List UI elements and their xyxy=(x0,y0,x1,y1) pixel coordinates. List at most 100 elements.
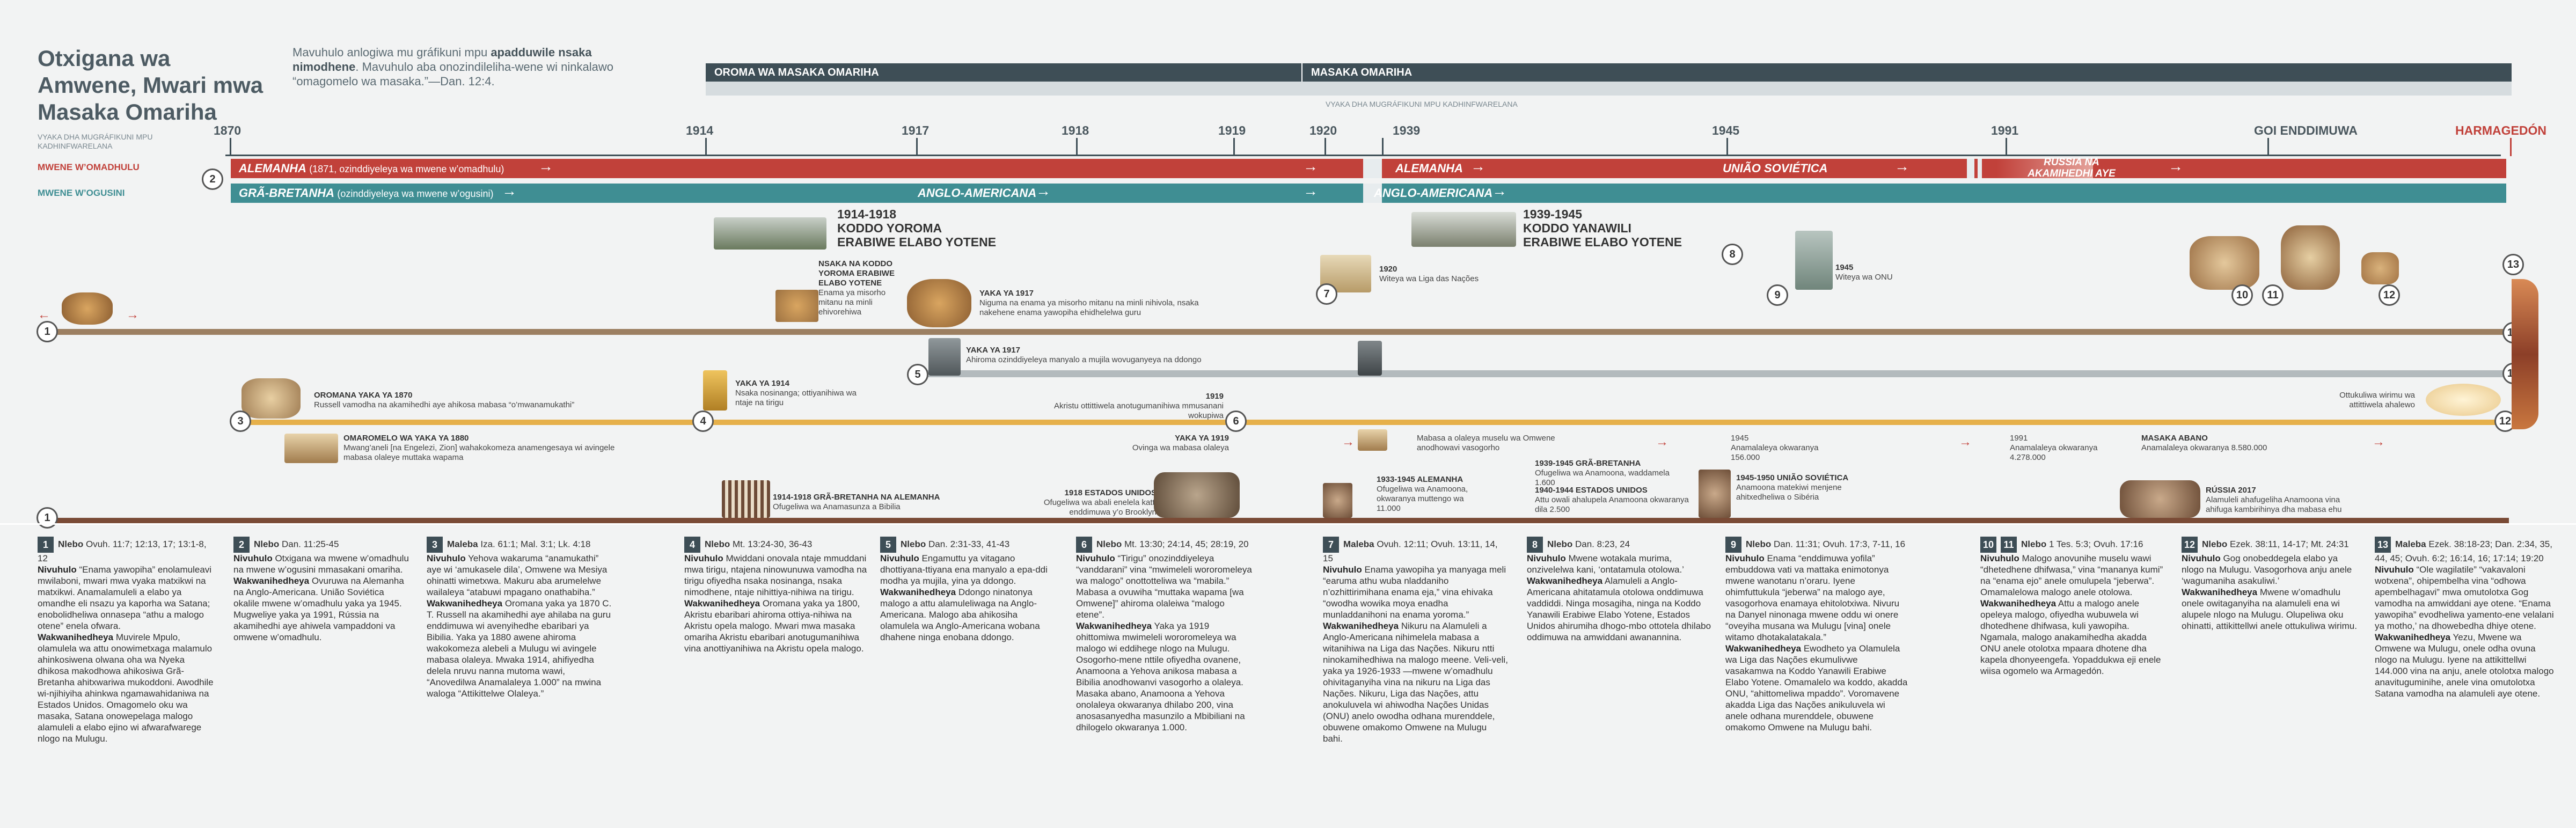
year-1914: 1914 xyxy=(686,123,714,137)
tick xyxy=(230,138,231,156)
tick xyxy=(1233,138,1235,156)
arrow-icon: → xyxy=(1656,435,1668,449)
band-teal-a: GRÃ-BRETANHA (ozinddiyeleya wa mwene w’o… xyxy=(239,186,494,200)
un-building-icon xyxy=(1795,231,1833,290)
marker-5: 5 xyxy=(907,364,928,385)
year-1870: 1870 xyxy=(214,123,241,137)
page-title: Otxigana wa Amwene, Mwari mwa Masaka Oma… xyxy=(38,46,264,124)
arrow-icon: → xyxy=(2168,158,2183,174)
band-red-b: ALEMANHA xyxy=(1395,162,1463,175)
book-icon xyxy=(1358,429,1387,451)
tick xyxy=(2006,138,2007,156)
arrow-icon: → xyxy=(1303,158,1318,174)
number-badge: 6 xyxy=(1076,537,1092,553)
label-mwene-omadhulu: MWENE W’OMADHULU xyxy=(38,162,140,172)
band-teal-c: ANGLO-AMERICANA xyxy=(1374,186,1493,200)
marker-1: 1 xyxy=(36,507,58,529)
year-1991: 1991 xyxy=(1991,123,2019,137)
arrow-icon: → xyxy=(502,182,517,199)
year-1917: 1917 xyxy=(902,123,930,137)
years-caption: VYAKA DHA MUGRÁFIKUNI MPU KADHINFWARELAN… xyxy=(38,133,153,150)
tick xyxy=(2267,138,2269,156)
arrow-icon: → xyxy=(538,158,553,174)
book-icon xyxy=(284,434,338,463)
church-icon xyxy=(2281,225,2340,290)
person-icon xyxy=(1699,470,1731,518)
year-1945: 1945 xyxy=(1712,123,1740,137)
tick xyxy=(916,138,918,156)
number-badge: 2 xyxy=(233,537,250,553)
divider xyxy=(0,523,2576,525)
period-masaka: MASAKA OMARIHA xyxy=(1301,63,2512,82)
people-icon xyxy=(1154,472,1240,518)
year-harmagedon: HARMAGEDÓN xyxy=(2455,123,2546,137)
lion-icon xyxy=(907,279,971,327)
years-caption-2: VYAKA DHA MUGRÁFIKUNI MPU KADHINFWARELAN… xyxy=(1326,100,1518,108)
beast-icon xyxy=(2361,252,2399,284)
marker-9: 9 xyxy=(1767,284,1788,306)
arrow-icon: → xyxy=(1894,158,1909,174)
marker-1: 1 xyxy=(36,321,58,342)
band-teal-b: ANGLO-AMERICANA xyxy=(918,186,1037,200)
page-subtitle: Mavuhulo anlogiwa mu gráfikuni mpu apadd… xyxy=(292,46,613,88)
band-gap xyxy=(1967,159,1974,178)
russell-icon xyxy=(241,378,301,419)
tick xyxy=(2510,138,2512,156)
tick xyxy=(1382,138,1384,156)
marker-2: 2 xyxy=(202,168,223,190)
arrow-icon: → xyxy=(1303,182,1318,199)
band-gap xyxy=(1363,184,1382,203)
tick xyxy=(1076,138,1078,156)
marker-3: 3 xyxy=(230,411,251,432)
number-badge: 13 xyxy=(2375,537,2391,553)
people-icon xyxy=(2120,480,2200,518)
arrow-icon: ← xyxy=(38,307,50,322)
light-icon xyxy=(2426,384,2501,416)
arrow-icon: → xyxy=(1492,182,1507,199)
prison-icon xyxy=(722,480,770,518)
year-goi: GOI ENDDIMUWA xyxy=(2254,123,2358,137)
statue-feet-icon xyxy=(1358,341,1382,376)
armageddon-icon xyxy=(2512,279,2538,429)
marker-8: 8 xyxy=(1722,244,1743,265)
number-badge: 8 xyxy=(1527,537,1543,553)
number-badge: 3 xyxy=(427,537,443,553)
arrow-icon: → xyxy=(2372,435,2385,449)
line-persecution xyxy=(46,518,2509,524)
marker-11: 11 xyxy=(2262,284,2284,306)
number-badge: 7 xyxy=(1323,537,1339,553)
plane-icon xyxy=(1411,212,1516,247)
period-divider xyxy=(706,82,2512,96)
number-badge: 1 xyxy=(38,537,54,553)
marker-4: 4 xyxy=(692,411,714,432)
year-1918: 1918 xyxy=(1062,123,1089,137)
marker-7: 7 xyxy=(1316,283,1337,305)
statue-feet-icon xyxy=(928,338,961,376)
arrow-icon: → xyxy=(126,307,139,322)
year-1920: 1920 xyxy=(1309,123,1337,137)
tick xyxy=(1324,138,1326,156)
event-mabasa: Mabasa a olaleya muselu wa Omwene anodho… xyxy=(1417,434,1555,452)
beast-icon xyxy=(775,290,818,322)
arrow-icon: → xyxy=(1342,435,1355,449)
